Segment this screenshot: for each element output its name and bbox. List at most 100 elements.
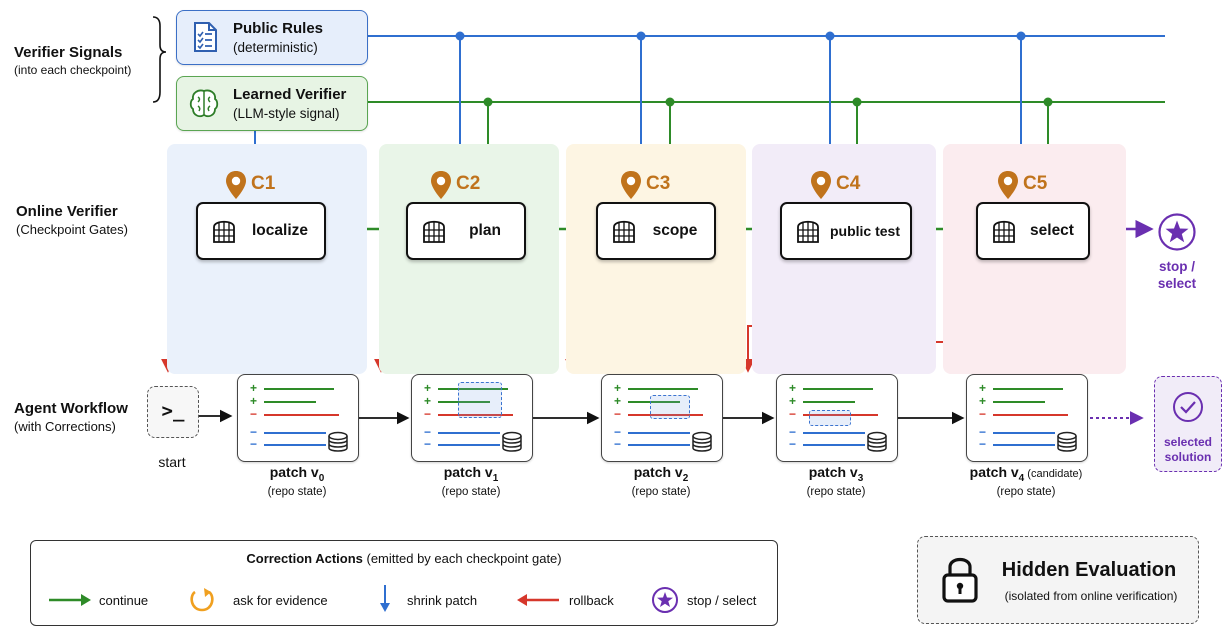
row-label-online: Online Verifier (Checkpoint Gates) xyxy=(16,203,128,237)
gate-icon xyxy=(423,220,445,243)
learned-verifier-box: Learned Verifier (LLM-style signal) xyxy=(176,76,368,131)
stop-select-node xyxy=(1158,213,1196,251)
patch-state: (repo state) xyxy=(996,485,1056,498)
gate-icon xyxy=(613,220,635,243)
diff-sign: + xyxy=(789,394,797,408)
patch-card-v4: ++−−− xyxy=(966,374,1088,462)
diff-line xyxy=(628,414,703,416)
row-label-agent: Agent Workflow (with Corrections) xyxy=(14,400,128,434)
row-title: Agent Workflow xyxy=(14,400,128,417)
patch-state: (repo state) xyxy=(441,485,501,498)
row-subtitle: (into each checkpoint) xyxy=(14,63,132,77)
legend-star-icon xyxy=(652,587,678,613)
checkpoint-label: C1 xyxy=(251,173,276,194)
gate-label: plan xyxy=(469,222,501,239)
patch-label: patch v0(repo state) xyxy=(222,464,372,498)
shrink-highlight xyxy=(809,410,851,426)
selected-line2: solution xyxy=(1164,450,1212,464)
location-pin-icon xyxy=(226,171,246,199)
patch-label: patch v4 (candidate)(repo state) xyxy=(951,464,1101,498)
diff-sign: + xyxy=(979,381,987,395)
row-label-signals: Verifier Signals (into each checkpoint) xyxy=(14,44,131,77)
legend-continue-arrow-icon xyxy=(49,594,91,606)
diff-sign: + xyxy=(424,394,432,408)
diff-line xyxy=(993,432,1055,434)
patch-state: (repo state) xyxy=(806,485,866,498)
diff-sign: − xyxy=(250,437,258,451)
public-rules-title: Public Rules xyxy=(233,20,324,37)
row-title: Verifier Signals xyxy=(14,44,123,61)
terminal-icon: >_ xyxy=(161,400,185,422)
patch-state: (repo state) xyxy=(267,485,327,498)
row-subtitle: (with Corrections) xyxy=(14,419,116,434)
diff-sign: − xyxy=(789,407,797,421)
learned-verifier-title: Learned Verifier xyxy=(233,86,347,103)
diff-line xyxy=(438,414,513,416)
shrink-highlight xyxy=(458,382,502,418)
diff-line xyxy=(264,401,316,403)
diff-sign: + xyxy=(789,381,797,395)
gate-icon xyxy=(213,220,235,243)
legend-title-note: (emitted by each checkpoint gate) xyxy=(362,551,562,566)
patch-name-text: patch v xyxy=(808,464,858,480)
patch-version: 3 xyxy=(857,472,864,484)
diff-line xyxy=(628,401,680,403)
patch-name-text: patch v xyxy=(269,464,319,480)
location-pin-icon xyxy=(431,171,451,199)
legend-evidence: ask for evidence xyxy=(233,593,328,608)
location-pin-icon xyxy=(621,171,641,199)
diff-line xyxy=(264,444,326,446)
diff-sign: − xyxy=(614,407,622,421)
start-terminal: >_ xyxy=(147,386,199,438)
diff-line xyxy=(803,414,878,416)
diff-line xyxy=(438,401,490,403)
database-icon xyxy=(502,431,522,452)
diff-line xyxy=(264,432,326,434)
patch-name: patch v3 xyxy=(761,464,911,484)
legend-title-bold: Correction Actions xyxy=(246,551,363,566)
brain-icon xyxy=(189,89,219,118)
patch-name-text: patch v xyxy=(633,464,683,480)
diff-line xyxy=(628,388,698,390)
checkpoint-label: C4 xyxy=(836,173,861,194)
hidden-evaluation-box: Hidden Evaluation (isolated from online … xyxy=(917,536,1199,624)
diff-sign: + xyxy=(424,381,432,395)
diff-sign: − xyxy=(979,437,987,451)
gate-label: scope xyxy=(652,222,698,239)
start-label: start xyxy=(158,454,186,470)
patch-extra: (candidate) xyxy=(1024,468,1083,480)
row-subtitle: (Checkpoint Gates) xyxy=(16,222,128,237)
patch-version: 1 xyxy=(492,472,499,484)
patch-label: patch v1(repo state) xyxy=(396,464,546,498)
checkpoint-gate-c5: select xyxy=(976,202,1090,260)
patch-version: 4 xyxy=(1018,472,1025,484)
gate-icon xyxy=(797,220,819,243)
diff-line xyxy=(628,432,690,434)
legend-shrink: shrink patch xyxy=(407,593,478,608)
signals-brace xyxy=(152,16,167,103)
gate-label: localize xyxy=(252,222,308,239)
diff-sign: + xyxy=(614,394,622,408)
diff-line xyxy=(803,444,865,446)
diff-sign: − xyxy=(789,425,797,439)
patch-state: (repo state) xyxy=(631,485,691,498)
legend-title: Correction Actions (emitted by each chec… xyxy=(31,551,777,566)
patch-label: patch v3(repo state) xyxy=(761,464,911,498)
learned-verifier-subtitle: (LLM-style signal) xyxy=(233,106,340,121)
diff-sign: − xyxy=(250,407,258,421)
check-circle-icon xyxy=(1173,392,1203,422)
checklist-icon xyxy=(194,22,217,52)
patch-name: patch v4 (candidate) xyxy=(951,464,1101,484)
diff-sign: + xyxy=(250,394,258,408)
public-rules-box: Public Rules (deterministic) xyxy=(176,10,368,65)
diff-sign: − xyxy=(614,425,622,439)
stop-select-label: stop / select xyxy=(1140,258,1214,292)
legend-rollback-arrow-icon xyxy=(517,594,559,606)
database-icon xyxy=(867,431,887,452)
stop-label-line2: select xyxy=(1157,276,1197,291)
patch-name-text: patch v xyxy=(969,464,1019,480)
legend-evidence-loop-icon xyxy=(190,588,214,612)
diff-sign: − xyxy=(424,407,432,421)
lock-icon xyxy=(942,557,978,603)
patch-card-v1: ++−−− xyxy=(411,374,533,462)
